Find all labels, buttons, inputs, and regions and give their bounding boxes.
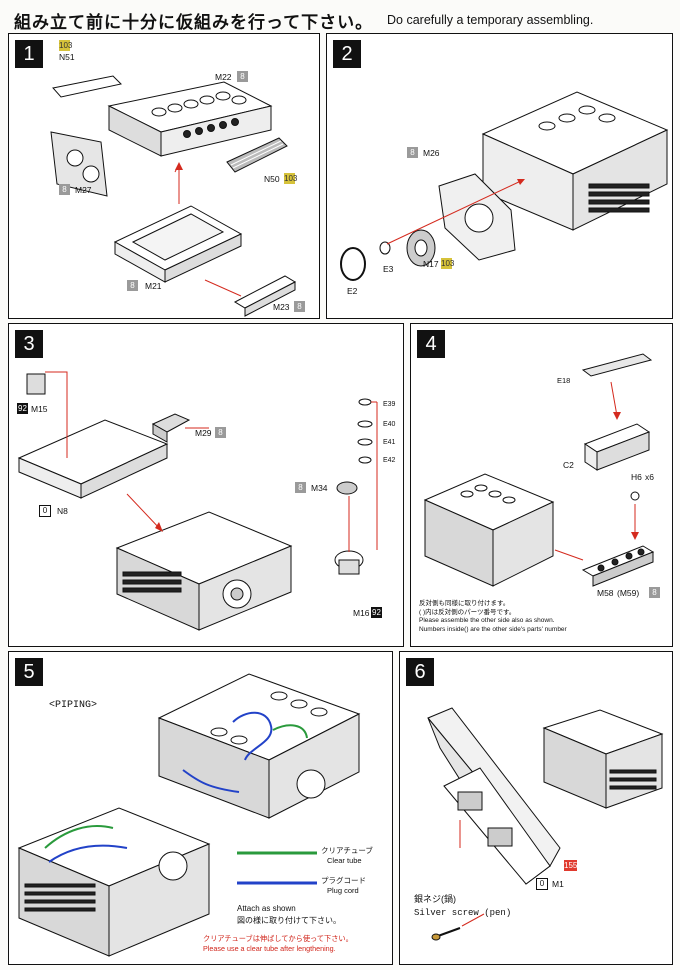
part-label-m23: M23 xyxy=(273,302,290,312)
note-line: ( )内は反対側のパーツ番号です。 xyxy=(419,608,516,616)
step-3-panel: 3 xyxy=(8,323,404,647)
part-label-m16: M16 xyxy=(353,608,370,618)
part-badge-n8: 0 xyxy=(39,505,51,517)
step-4-notes: 反対側も同様に取り付けます。 ( )内は反対側のパーツ番号です。 Please … xyxy=(419,600,567,634)
part-label-h6: H6 xyxy=(631,472,642,482)
part-label-e2: E2 xyxy=(347,286,358,296)
part-label-n51: N51 xyxy=(59,52,75,62)
note-line: Please assemble the other side also as s… xyxy=(419,617,555,625)
part-label-m58: M58 xyxy=(597,588,614,598)
part-badge-n17: 103 xyxy=(441,258,455,269)
step-4-panel: 4 E18 C2 H6 x6 M5 xyxy=(410,323,673,647)
silver-screw-jp: 銀ネジ(鍋) xyxy=(414,894,456,904)
part-label-m1: M1 xyxy=(552,879,564,889)
legend-plug-jp: プラグコード xyxy=(321,876,366,885)
step-1-drawing xyxy=(50,75,297,317)
part-badge-m23: 8 xyxy=(294,301,305,312)
step-number: 4 xyxy=(417,330,445,358)
legend-plug-en: Plug cord xyxy=(327,886,359,895)
piping-label: <PIPING> xyxy=(49,700,98,711)
warn-jp: クリアチューブは伸ばしてから使って下さい。 xyxy=(203,934,353,943)
part-label-n17: N17 xyxy=(423,259,439,269)
part-label-m22: M22 xyxy=(215,72,232,82)
note-line: Numbers inside() are the other side's pa… xyxy=(419,625,567,633)
silver-screw-en: Silver screw (pen) xyxy=(414,908,512,918)
part-badge-m27: 8 xyxy=(59,184,70,195)
part-badge-m1: 0 xyxy=(536,878,548,890)
step-number: 2 xyxy=(333,40,361,68)
legend-clear-en: Clear tube xyxy=(327,856,362,865)
part-label-m59: (M59) xyxy=(617,588,640,598)
step-1-panel: 1 xyxy=(8,33,320,319)
part-badge-n50: 103 xyxy=(284,173,298,184)
part-badge-n51: 103 xyxy=(59,40,73,51)
header-title-en: Do carefully a temporary assembling. xyxy=(387,13,594,27)
legend-clear-jp: クリアチューブ xyxy=(321,846,373,855)
step-6-drawing xyxy=(427,707,664,941)
header-title-jp: 組み立て前に十分に仮組みを行って下さい。 xyxy=(14,13,374,33)
step-number: 1 xyxy=(15,40,43,68)
part-label-m27: M27 xyxy=(75,185,92,195)
part-badge-m26: 8 xyxy=(407,147,418,158)
step-4-drawing xyxy=(423,353,655,587)
part-label-e40: E40 xyxy=(383,421,396,428)
part-label-m29: M29 xyxy=(195,428,212,438)
part-label-m15: M15 xyxy=(31,404,48,414)
part-badge-m58: 8 xyxy=(649,587,660,598)
step-2-drawing xyxy=(340,91,669,281)
part-badge-m22: 8 xyxy=(237,71,248,82)
part-badge-m15: 92 xyxy=(17,403,28,414)
part-label-c2: C2 xyxy=(563,460,574,470)
part-badge-m29: 8 xyxy=(215,427,226,438)
part-label-e39: E39 xyxy=(383,401,396,408)
attach-jp: 図の様に取り付けて下さい。 xyxy=(237,916,341,925)
step-5-panel: 5 <PIPING> xyxy=(8,651,393,965)
part-label-n8: N8 xyxy=(57,506,68,516)
part-label-e18: E18 xyxy=(557,376,571,385)
attach-en: Attach as shown xyxy=(237,904,296,913)
step-number: 3 xyxy=(15,330,43,358)
part-badge-m34: 8 xyxy=(295,482,306,493)
page-header: 組み立て前に十分に仮組みを行って下さい。 Do carefully a temp… xyxy=(14,6,674,33)
part-label-h6-qty: x6 xyxy=(645,472,654,482)
part-label-n50: N50 xyxy=(264,174,280,184)
step-number: 6 xyxy=(406,658,434,686)
step-2-panel: 2 8 xyxy=(326,33,673,319)
step-number: 5 xyxy=(15,658,43,686)
part-label-m26: M26 xyxy=(423,148,440,158)
part-badge-m21: 8 xyxy=(127,280,138,291)
part-label-m34: M34 xyxy=(311,483,328,493)
part-label-e3: E3 xyxy=(383,264,394,274)
part-label-m21: M21 xyxy=(145,281,162,291)
part-label-e41: E41 xyxy=(383,439,396,446)
step-3-drawing xyxy=(17,371,378,631)
part-badge-red: 155 xyxy=(564,860,578,871)
part-label-e42: E42 xyxy=(383,457,396,464)
part-badge-m16: 92 xyxy=(371,607,382,618)
step-6-panel: 6 155 0 M1 銀ネジ(鍋) Silver sc xyxy=(399,651,673,965)
step-5-drawing xyxy=(17,673,361,957)
note-line: 反対側も同様に取り付けます。 xyxy=(419,600,510,607)
warn-en: Please use a clear tube after lengthenin… xyxy=(203,944,336,953)
